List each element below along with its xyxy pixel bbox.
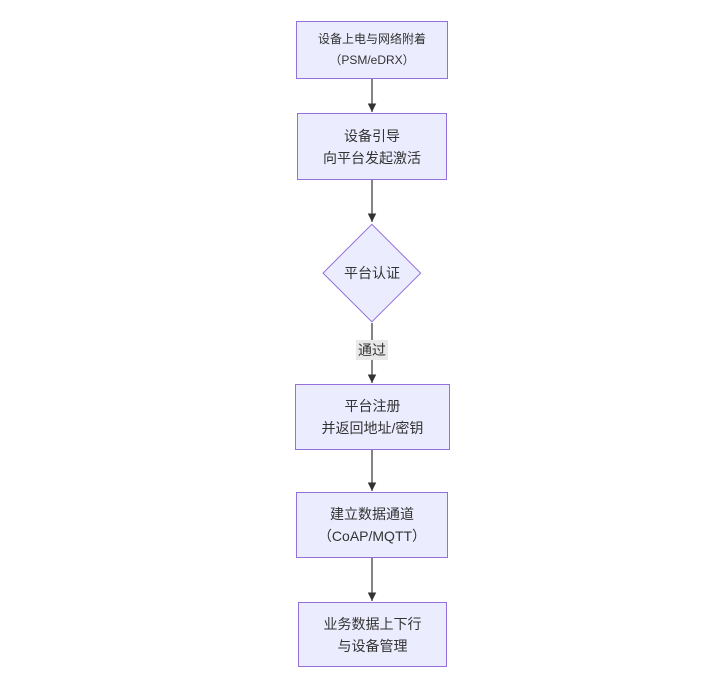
- flow-node-data-channel: 建立数据通道 （CoAP/MQTT）: [296, 492, 448, 558]
- flow-node-power-attach: 设备上电与网络附着 （PSM/eDRX）: [296, 21, 448, 79]
- node-text-line: （PSM/eDRX）: [329, 53, 415, 67]
- flow-node-bootstrap: 设备引导 向平台发起激活: [297, 113, 447, 180]
- node-text-line: 设备引导: [344, 127, 400, 144]
- node-text-line: （CoAP/MQTT）: [317, 528, 427, 544]
- node-text-line: 与设备管理: [337, 637, 408, 654]
- flow-node-auth-decision: 平台认证: [322, 223, 422, 323]
- flow-node-register: 平台注册 并返回地址/密钥: [295, 384, 450, 450]
- flow-node-business-data: 业务数据上下行 与设备管理: [298, 602, 447, 667]
- node-text-line: 并返回地址/密钥: [321, 420, 424, 436]
- node-text-line: 设备上电与网络附着: [317, 32, 426, 46]
- node-text-line: 业务数据上下行: [323, 615, 422, 632]
- node-text-line: 平台认证: [344, 265, 400, 281]
- node-text-line: 向平台发起激活: [323, 149, 421, 166]
- edge-label-pass: 通过: [356, 340, 388, 360]
- node-text-line: 建立数据通道: [330, 506, 414, 522]
- node-text-line: 平台注册: [344, 398, 401, 414]
